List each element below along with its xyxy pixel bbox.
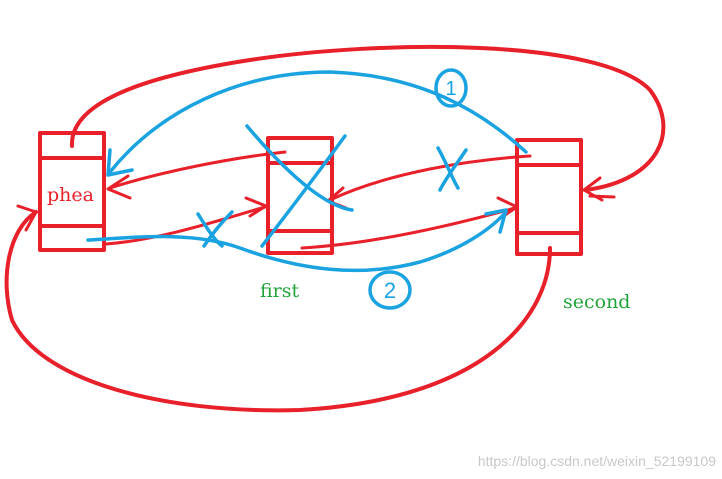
node-label-first: first xyxy=(260,280,300,302)
link-first-to-phead xyxy=(108,150,287,190)
delete-cross-first xyxy=(245,124,354,248)
node-box-first xyxy=(266,136,334,255)
link-second-to-first xyxy=(328,154,532,202)
loop-end-tick xyxy=(588,194,616,199)
arrowhead-new-link-phead-to-second xyxy=(484,208,508,234)
node-label-phead: phea xyxy=(47,184,94,206)
arrowhead-first-to-second xyxy=(496,196,519,219)
step-2-label: 2 xyxy=(384,278,396,303)
cut-mark-right xyxy=(436,146,468,192)
link-phead-to-first xyxy=(104,205,267,246)
watermark-text: https://blog.csdn.net/weixin_52199109 xyxy=(477,453,716,469)
step-1-label: 1 xyxy=(445,78,456,100)
node-label-second: second xyxy=(563,291,631,313)
link-second-next-to-phead xyxy=(4,210,552,413)
cut-mark-left xyxy=(196,210,234,248)
link-phead-prev-to-second xyxy=(69,44,666,192)
step-marker-1: 1 xyxy=(434,68,468,108)
new-link-second-to-phead xyxy=(108,70,528,174)
new-link-phead-to-second xyxy=(86,210,508,273)
arrowhead-phead-to-first xyxy=(244,196,268,218)
arrowhead-new-link-second-to-phead xyxy=(106,148,134,177)
arrowhead-first-to-phead xyxy=(106,174,132,200)
arrowhead-second-next-to-phead xyxy=(16,204,38,232)
step-marker-2: 2 xyxy=(368,270,412,310)
